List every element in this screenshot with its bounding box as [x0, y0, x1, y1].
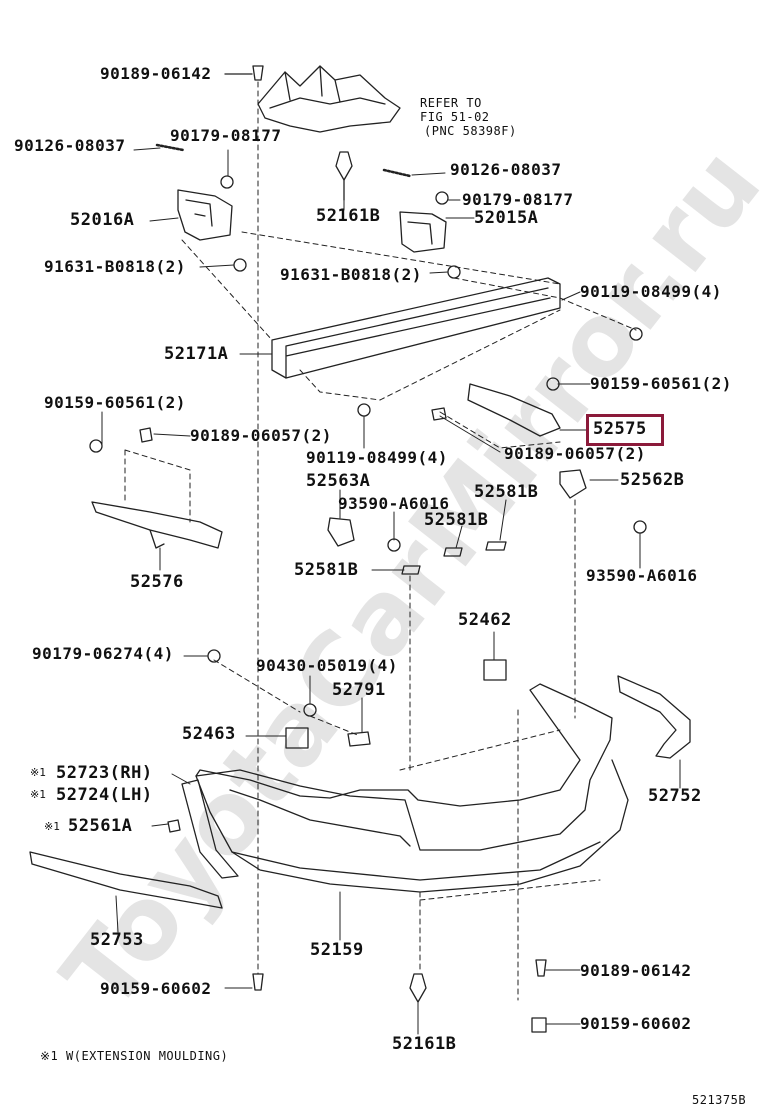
label-90119-08499-lower[interactable]: 90119-08499(4) — [306, 448, 448, 467]
under-cover-part — [257, 65, 401, 133]
footnote: ※1 W(EXTENSION MOULDING) — [40, 1049, 229, 1063]
note-mark-52724: ※1 — [30, 788, 46, 801]
refer-line-1: REFER TO — [420, 96, 482, 110]
label-52159[interactable]: 52159 — [310, 940, 364, 960]
label-52753[interactable]: 52753 — [90, 930, 144, 950]
retainer-parts — [91, 383, 587, 749]
label-52015a[interactable]: 52015A — [474, 208, 539, 228]
label-52161b-bottom[interactable]: 52161B — [392, 1034, 457, 1054]
label-90159-60561-right[interactable]: 90159-60561(2) — [590, 374, 732, 393]
label-52171a[interactable]: 52171A — [164, 344, 229, 364]
moulding-parts — [29, 675, 691, 909]
label-52563a[interactable]: 52563A — [306, 471, 371, 491]
leader-lines — [101, 147, 681, 1035]
label-90189-06057-left[interactable]: 90189-06057(2) — [190, 426, 332, 445]
label-52562b[interactable]: 52562B — [620, 470, 685, 490]
label-91631-b0818-right[interactable]: 91631-B0818(2) — [280, 265, 422, 284]
note-mark-52723: ※1 — [30, 766, 46, 779]
label-52581b-a[interactable]: 52581B — [474, 482, 539, 502]
label-52016a[interactable]: 52016A — [70, 210, 135, 230]
label-52723-rh[interactable]: 52723(RH) — [56, 763, 153, 783]
refer-line-3: (PNC 58398F) — [424, 124, 517, 138]
label-90179-08177-left[interactable]: 90179-08177 — [170, 126, 282, 145]
label-52791[interactable]: 52791 — [332, 680, 386, 700]
dashed-guide-lines — [124, 81, 637, 1001]
label-52724-lh[interactable]: 52724(LH) — [56, 785, 153, 805]
label-52581b-b[interactable]: 52581B — [424, 510, 489, 530]
label-91631-b0818-left[interactable]: 91631-B0818(2) — [44, 257, 186, 276]
highlight-box — [586, 414, 664, 446]
label-90159-60602-right[interactable]: 90159-60602 — [580, 1014, 692, 1033]
label-52161b-top[interactable]: 52161B — [316, 206, 381, 226]
reinforcement-part — [271, 277, 561, 379]
label-52561a[interactable]: 52561A — [68, 816, 133, 836]
label-93590-a6016-left[interactable]: 93590-A6016 — [338, 494, 450, 513]
refer-line-2: FIG 51-02 — [420, 110, 490, 124]
label-90126-08037-left[interactable]: 90126-08037 — [14, 136, 126, 155]
label-52581b-c[interactable]: 52581B — [294, 560, 359, 580]
label-52575[interactable]: 52575 — [593, 419, 647, 439]
label-52463[interactable]: 52463 — [182, 724, 236, 744]
label-90159-60602-left[interactable]: 90159-60602 — [100, 979, 212, 998]
note-mark-52561a: ※1 — [44, 820, 60, 833]
label-90189-06142-top[interactable]: 90189-06142 — [100, 64, 212, 83]
label-90159-60561-left[interactable]: 90159-60561(2) — [44, 393, 186, 412]
label-90179-06274[interactable]: 90179-06274(4) — [32, 644, 174, 663]
label-90119-08499-right[interactable]: 90119-08499(4) — [580, 282, 722, 301]
bracket-parts — [177, 189, 447, 253]
label-90430-05019[interactable]: 90430-05019(4) — [256, 656, 398, 675]
label-90179-08177-right[interactable]: 90179-08177 — [462, 190, 574, 209]
label-52752[interactable]: 52752 — [648, 786, 702, 806]
label-90189-06057-right[interactable]: 90189-06057(2) — [504, 444, 646, 463]
label-52576[interactable]: 52576 — [130, 572, 184, 592]
label-52462[interactable]: 52462 — [458, 610, 512, 630]
label-93590-a6016-right[interactable]: 93590-A6016 — [586, 566, 698, 585]
bumper-cover-part — [195, 683, 629, 893]
figure-id: 521375B — [692, 1093, 747, 1107]
label-90189-06142-bottom[interactable]: 90189-06142 — [580, 961, 692, 980]
label-90126-08037-right[interactable]: 90126-08037 — [450, 160, 562, 179]
